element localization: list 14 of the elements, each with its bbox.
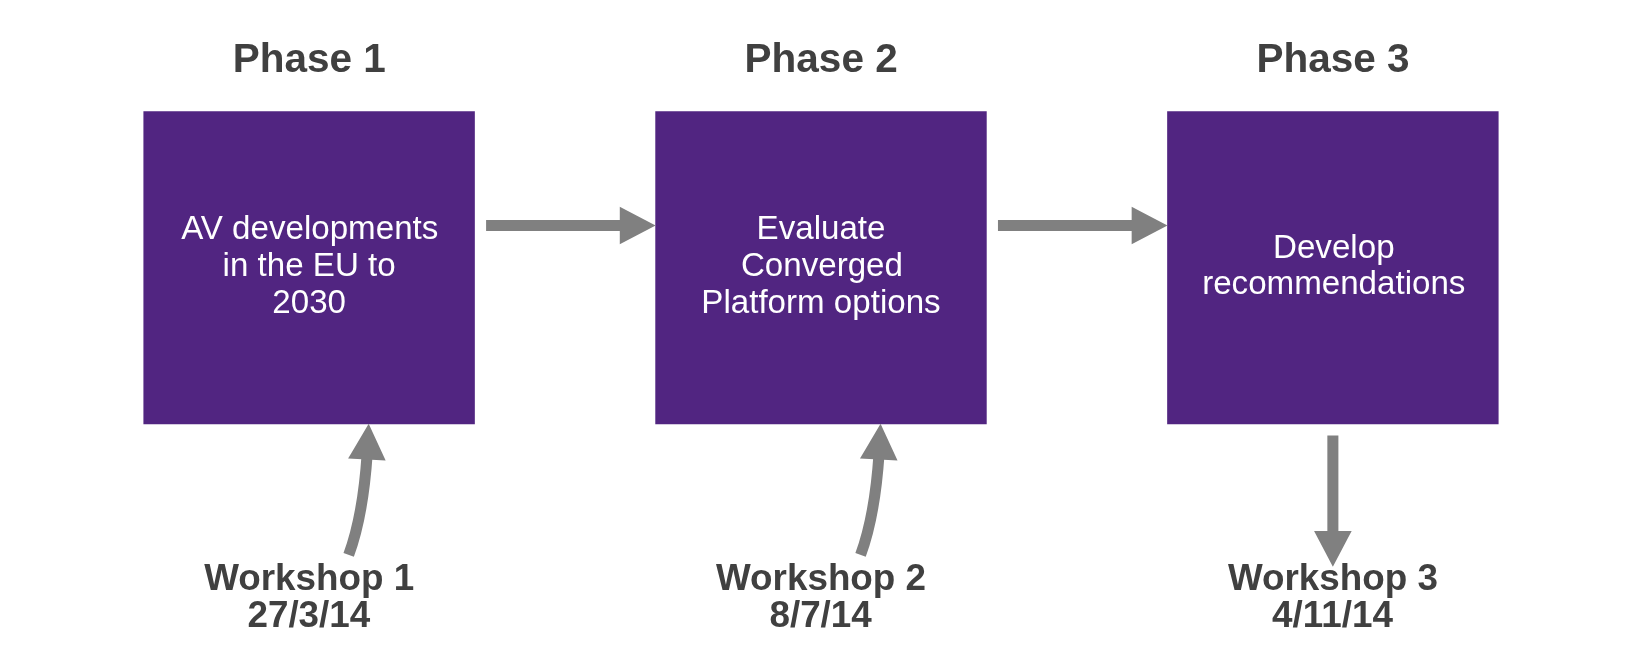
node-label: Phase 2 xyxy=(744,34,898,81)
node-text: Workshop 3 4/11/14 xyxy=(1227,557,1438,635)
node-text: Workshop 2 8/7/14 xyxy=(715,557,926,635)
arrow xyxy=(1313,435,1352,567)
node-label: Phase 3 xyxy=(1255,34,1410,81)
node-label: Phase 1 xyxy=(232,34,386,81)
node-text: Workshop 1 27/3/14 xyxy=(203,557,414,635)
arrow xyxy=(485,206,656,245)
arrow xyxy=(342,423,386,557)
node-box: Evaluate Converged Platform options xyxy=(654,111,987,425)
node-box: AV developments in the EU to 2030 xyxy=(142,111,475,425)
node-box: Develop recommendations xyxy=(1166,111,1499,425)
arrow xyxy=(854,423,898,557)
arrow xyxy=(997,206,1167,245)
